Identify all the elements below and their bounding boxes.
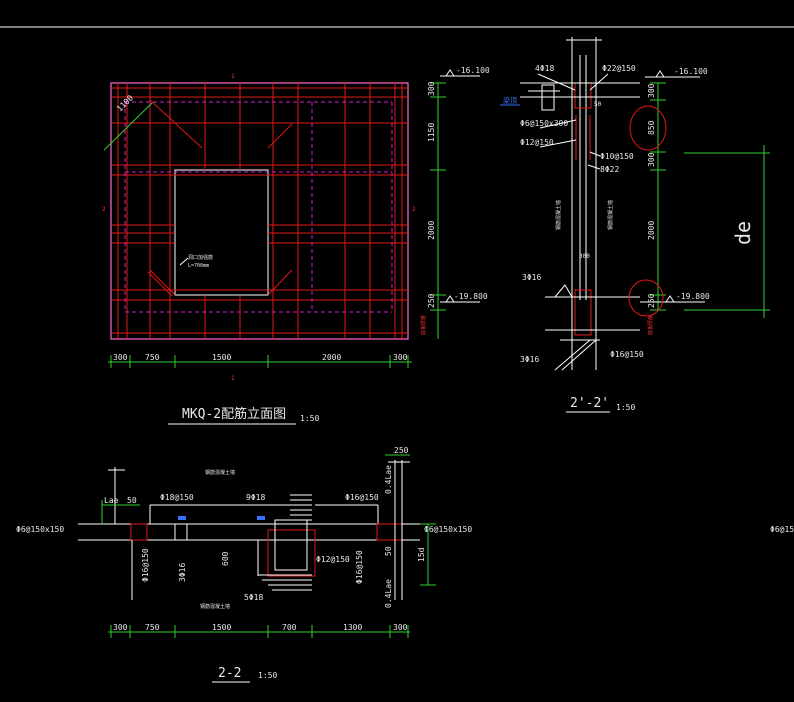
level-top: -16.100 <box>456 66 490 75</box>
dim-bottom-4: 2000 <box>322 353 341 362</box>
section-2-2: Φ18@150 9Φ18 Φ16@150 Φ6@150x150 Φ6@150x1… <box>16 446 794 683</box>
section-22p-right-dims: 300 850 300 2000 250 <box>647 82 666 311</box>
dim-bottom-5: 300 <box>393 353 408 362</box>
section-22-bottom-dims: 300 750 1500 700 1300 300 <box>108 623 410 638</box>
hatch-top <box>290 494 312 521</box>
rebar-22-7: 3Φ16 <box>178 563 187 582</box>
note-2: 钢筋混凝土墙 <box>607 200 614 230</box>
rebar-22-8: Φ12@150 <box>316 555 350 564</box>
dim-right-4: 250 <box>427 293 436 308</box>
dim-22-bottom-5: 1300 <box>343 623 362 632</box>
level-marker-bottom: -19.800 <box>440 292 488 303</box>
rebar-22-3: Φ16@150 <box>345 493 379 502</box>
section-22p-scale: 1:50 <box>616 403 635 412</box>
horizontal-rebars <box>111 87 408 334</box>
rebar-label-9: 3Φ16 <box>520 355 539 364</box>
rebar-label-2: Φ22@150 <box>602 64 636 73</box>
dim-22-right-4: 15d <box>417 547 426 562</box>
dim-22-left-1: Lae <box>104 496 119 505</box>
note-3: 底板厚度 <box>647 315 654 335</box>
opening-note-1: 洞口加强筋 <box>188 254 213 261</box>
dim-22-bottom-1: 300 <box>113 623 128 632</box>
rebar-22-2: 9Φ18 <box>246 493 265 502</box>
elevation-title: MKQ-2配筋立面图 <box>182 406 286 422</box>
top-beam-rebar <box>574 82 592 109</box>
rebar-label-7: 3Φ16 <box>522 273 541 282</box>
section-mark-right: 2 <box>412 206 416 213</box>
highlight-circle-bottom <box>628 279 664 317</box>
note-22-1: 钢筋混凝土墙 <box>205 469 235 476</box>
rebar-label-4: Φ12@150 <box>520 138 554 147</box>
rebar-22-9: 5Φ18 <box>244 593 263 602</box>
rebar-label-3: Φ6@150x300 <box>520 119 568 128</box>
rebar-label-1: 4Φ18 <box>535 64 554 73</box>
dim-22-right-3: 50 <box>384 546 393 556</box>
dim-right-1: 300 <box>427 81 436 96</box>
rebar-22-4: Φ6@150x150 <box>16 525 64 534</box>
rebar-22-5: Φ6@150x150 <box>424 525 472 534</box>
dim-22-right-5: 0.4Lae <box>384 579 393 608</box>
dim-right-2: 1150 <box>427 123 436 142</box>
dim-22-bottom-6: 300 <box>393 623 408 632</box>
dashed-lines <box>124 101 393 313</box>
level-22p-top: -16.100 <box>674 67 708 76</box>
section-mark-bottom: 1 <box>231 375 235 382</box>
dim-22p-1: 300 <box>647 83 656 98</box>
big-dim-label: de <box>731 221 755 245</box>
dim-22-bottom-3: 1500 <box>212 623 231 632</box>
dim-22p-4: 2000 <box>647 221 656 240</box>
level-bottom: -19.800 <box>454 292 488 301</box>
section-22-right-dims: 250 0.4Lae 50 15d 0.4Lae <box>384 446 436 608</box>
dim-right-3: 2000 <box>427 221 436 240</box>
hatch-bottom <box>258 574 312 591</box>
thick-red-block <box>267 529 316 577</box>
vertical-rebars <box>117 83 403 339</box>
dim-22-bottom-4: 700 <box>282 623 297 632</box>
right-dimensions: 300 1150 2000 250 <box>427 81 446 339</box>
rebar-22-10: Φ16@150 <box>355 550 364 584</box>
rebar-label-8: Φ16@150 <box>610 350 644 359</box>
dim-bottom-2: 750 <box>145 353 160 362</box>
dim-22-left-2: 50 <box>127 496 137 505</box>
rebar-22-6: Φ16@150 <box>141 548 150 582</box>
section-mark-top: 1 <box>231 73 235 80</box>
rebar-22-1: Φ18@150 <box>160 493 194 502</box>
dim-bottom-3: 1500 <box>212 353 231 362</box>
highlight-circle-top <box>629 105 667 151</box>
level-marker-top: -16.100 <box>440 66 490 77</box>
note-22-2: 钢筋混凝土墙 <box>200 603 230 610</box>
side-note: 底板厚度 <box>420 315 427 335</box>
diagonal-rebars <box>147 99 293 297</box>
dim-22-right-1: 250 <box>394 446 409 455</box>
wall-outline <box>110 82 409 340</box>
dim-bottom-1: 300 <box>113 353 128 362</box>
rebar-label-5: Φ10@150 <box>600 152 634 161</box>
dim-22p-5: 250 <box>647 293 656 308</box>
dim-22p-3: 300 <box>647 152 656 167</box>
section-22-title: 2-2 <box>218 666 241 681</box>
edge-label: Φ6@150x150 <box>770 525 794 534</box>
section-22p-title: 2'-2' <box>570 396 609 411</box>
inner-dim-2: 300 <box>579 253 590 260</box>
section-2p-2p: 4Φ18 Φ22@150 Φ6@150x300 Φ12@150 Φ10@150 … <box>500 37 770 413</box>
dim-22p-2: 850 <box>647 120 656 135</box>
dim-22-right-2: 0.4Lae <box>384 465 393 494</box>
level-22p-bottom: -19.800 <box>676 292 710 301</box>
opening-outline <box>174 169 269 296</box>
inner-dim-22: 600 <box>221 551 230 566</box>
elevation-scale: 1:50 <box>300 414 319 423</box>
bottom-beam-rebar <box>574 289 592 336</box>
blue-tag: 梁顶 <box>503 96 517 105</box>
note-1: 钢筋混凝土墙 <box>555 200 562 230</box>
section-mark-left: 2 <box>102 206 106 213</box>
bottom-dimensions: 300 750 1500 2000 300 <box>108 353 412 368</box>
diagonal-dim-line <box>103 102 153 151</box>
dim-22-bottom-2: 750 <box>145 623 160 632</box>
inner-dim-1: 50 <box>594 101 602 108</box>
elevation-view: 1100 洞口加强筋 L=700mm 1 1 2 2 300 1150 2000… <box>102 66 490 425</box>
rebar-label-6: 8Φ22 <box>600 165 619 174</box>
opening-note-2: L=700mm <box>188 263 209 269</box>
section-22-scale: 1:50 <box>258 671 277 680</box>
